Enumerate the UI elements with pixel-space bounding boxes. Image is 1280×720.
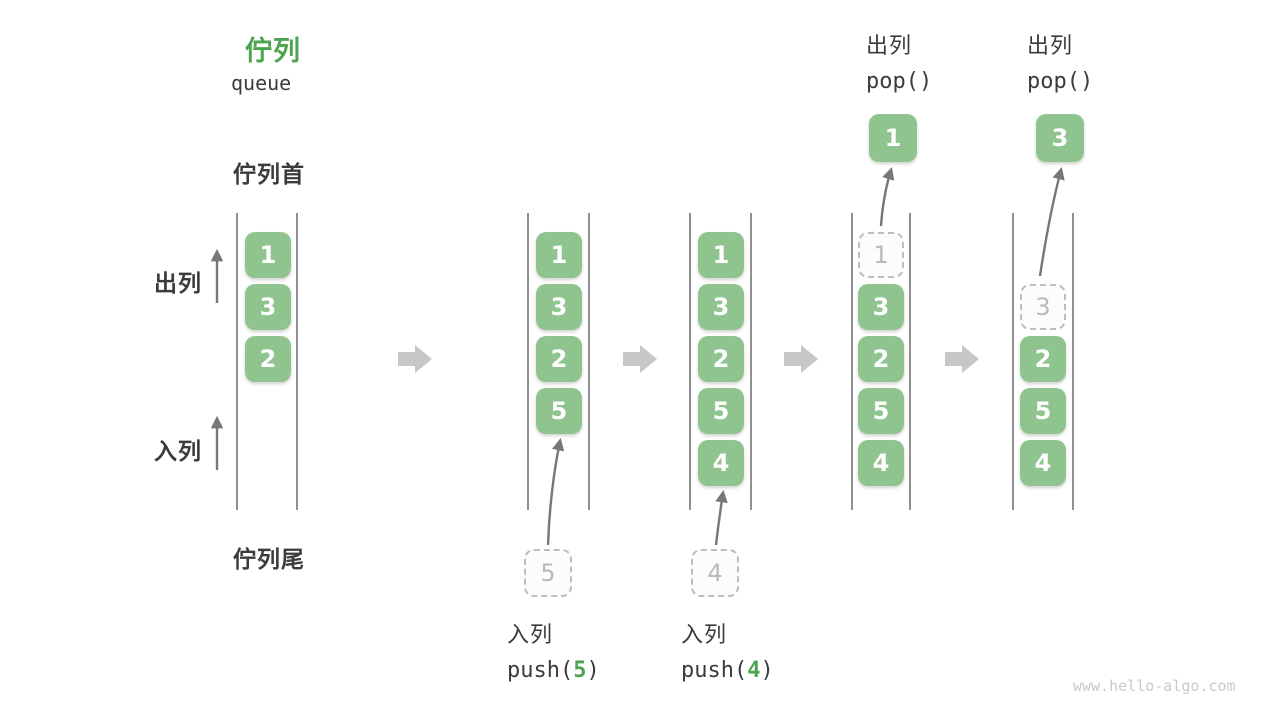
removed-element-box: 1 <box>858 232 904 278</box>
operation-argument: 5 <box>573 658 587 683</box>
popped-element-box: 3 <box>1036 114 1084 162</box>
pop-operation-label: 出列 pop() <box>866 28 932 94</box>
queue-element-box: 4 <box>698 440 744 486</box>
queue-element-box: 3 <box>698 284 744 330</box>
next-step-block-arrow-icon <box>623 345 657 373</box>
next-step-block-arrow-icon <box>398 345 432 373</box>
operation-name: 入列 <box>507 623 554 648</box>
queue-element-box: 2 <box>858 336 904 382</box>
queue-element-box: 3 <box>858 284 904 330</box>
operation-code: push(5) <box>507 658 600 683</box>
operation-argument: 4 <box>747 658 761 683</box>
operation-code: push(4) <box>681 658 774 683</box>
queue-element-box: 5 <box>698 388 744 434</box>
push-arrow <box>546 437 565 546</box>
queue-element-box: 2 <box>536 336 582 382</box>
push-operation-label: 入列 push(5) <box>507 617 600 683</box>
watermark: www.hello-algo.com <box>1073 677 1236 695</box>
operation-name: 出列 <box>866 34 913 59</box>
label-queue-front: 佇列首 <box>233 162 305 188</box>
operation-code: pop() <box>866 69 933 94</box>
next-step-block-arrow-icon <box>945 345 979 373</box>
operation-name: 入列 <box>681 623 728 648</box>
page-subtitle: queue <box>231 71 292 95</box>
queue-element-box: 4 <box>1020 440 1066 486</box>
queue-element-box: 2 <box>245 336 291 382</box>
push-operation-label: 入列 push(4) <box>681 617 774 683</box>
label-dequeue: 出列 <box>154 271 202 297</box>
queue-element-box: 5 <box>536 388 582 434</box>
queue-element-box: 1 <box>245 232 291 278</box>
queue-element-box: 2 <box>698 336 744 382</box>
operation-code: pop() <box>1027 69 1094 94</box>
page-title: 佇列 <box>245 36 301 67</box>
queue-element-box: 3 <box>536 284 582 330</box>
next-step-block-arrow-icon <box>784 345 818 373</box>
pending-element-box: 5 <box>524 549 572 597</box>
queue-element-box: 4 <box>858 440 904 486</box>
queue-element-box: 1 <box>536 232 582 278</box>
label-queue-rear: 佇列尾 <box>233 547 305 573</box>
popped-element-box: 1 <box>869 114 917 162</box>
queue-element-box: 3 <box>245 284 291 330</box>
queue-element-box: 2 <box>1020 336 1066 382</box>
pop-arrow <box>1038 166 1065 277</box>
pop-arrow <box>879 167 895 227</box>
pop-operation-label: 出列 pop() <box>1027 28 1093 94</box>
queue-element-box: 5 <box>1020 388 1066 434</box>
pending-element-box: 4 <box>691 549 739 597</box>
queue-element-box: 5 <box>858 388 904 434</box>
push-arrow <box>714 489 728 546</box>
operation-name: 出列 <box>1027 34 1074 59</box>
removed-element-box: 3 <box>1020 284 1066 330</box>
label-enqueue: 入列 <box>154 439 202 465</box>
queue-element-box: 1 <box>698 232 744 278</box>
